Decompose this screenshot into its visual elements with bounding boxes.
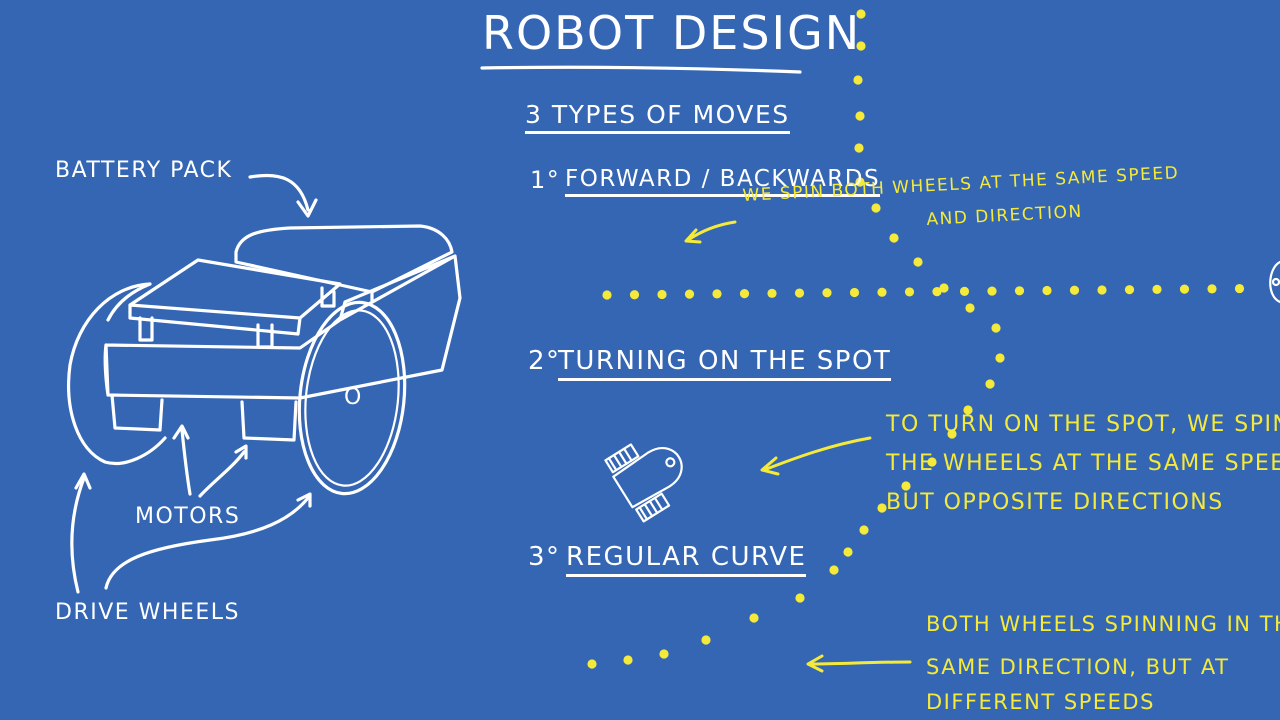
move2-number: 2° xyxy=(528,346,561,376)
path-dot xyxy=(859,525,869,535)
path-dot xyxy=(795,593,805,603)
path-dot xyxy=(959,286,970,296)
move1-number: 1° xyxy=(530,166,561,194)
motors-arrow-right xyxy=(198,444,248,498)
path-dot xyxy=(1097,285,1107,295)
move2-name: TURNING ON THE SPOT xyxy=(558,346,892,381)
path-dot xyxy=(987,286,997,296)
dotted-path xyxy=(587,9,1245,669)
path-dot xyxy=(932,287,942,297)
path-dot xyxy=(1069,285,1080,295)
page-title: ROBOT DESIGN xyxy=(482,6,862,60)
drive-arrow-left xyxy=(70,472,92,594)
move3-number: 3° xyxy=(528,542,561,572)
path-dot xyxy=(877,503,887,513)
path-dot xyxy=(1152,284,1162,294)
battery-arrow xyxy=(248,173,318,218)
path-dot xyxy=(739,289,750,299)
path-dot xyxy=(854,143,864,153)
path-dot xyxy=(965,303,975,313)
path-dot xyxy=(587,659,597,669)
left-drive-wheel xyxy=(67,282,167,465)
wheel-hub: O xyxy=(344,385,363,410)
edge-icon xyxy=(1269,260,1280,304)
path-dot xyxy=(602,290,612,300)
robot-sketch xyxy=(67,173,462,594)
path-dot xyxy=(913,257,923,267)
path-dot xyxy=(623,655,633,665)
path-dot xyxy=(849,287,860,298)
path-dot xyxy=(1234,283,1245,294)
path-dot xyxy=(657,289,667,300)
path-dot xyxy=(939,283,949,293)
path-dot xyxy=(855,177,865,187)
path-dot xyxy=(1042,285,1052,296)
path-dot xyxy=(927,457,937,467)
path-dot xyxy=(843,547,853,557)
drive-arrow-right xyxy=(104,492,312,590)
path-dot xyxy=(829,565,839,575)
move3-note-line1: BOTH WHEELS SPINNING IN THE xyxy=(926,612,1280,636)
move2-note-line1: TO TURN ON THE SPOT, WE SPIN xyxy=(886,412,1280,437)
path-dot xyxy=(855,111,865,121)
path-dot xyxy=(901,481,911,491)
note2-arrow xyxy=(760,436,872,476)
label-battery-pack: BATTERY PACK xyxy=(55,158,233,183)
move2-note-line3: BUT OPPOSITE DIRECTIONS xyxy=(886,490,1224,515)
note3-arrow xyxy=(806,654,912,673)
path-dot xyxy=(877,287,887,297)
title-underline xyxy=(480,65,802,74)
motors-block xyxy=(110,393,298,442)
path-dot xyxy=(1014,286,1025,296)
battery-pack xyxy=(234,224,454,302)
motors-arrow-left xyxy=(172,424,192,496)
move2-note-line2: THE WHEELS AT THE SAME SPEED, xyxy=(886,451,1280,476)
path-dot xyxy=(991,323,1001,333)
path-dot xyxy=(1207,284,1217,294)
note1-arrow xyxy=(684,220,737,244)
path-dot xyxy=(995,353,1005,363)
path-dot xyxy=(749,613,759,623)
path-dot xyxy=(712,289,722,299)
path-dot xyxy=(659,649,669,659)
path-dot xyxy=(889,233,899,243)
path-dot xyxy=(701,635,711,645)
right-drive-wheel xyxy=(297,300,407,496)
path-dot xyxy=(794,288,805,298)
chassis-top xyxy=(128,258,342,336)
path-dot xyxy=(767,288,777,298)
label-motors: MOTORS xyxy=(135,504,241,529)
subtitle: 3 TYPES OF MOVES xyxy=(525,100,790,134)
path-dot xyxy=(904,287,915,297)
move3-note-line3: DIFFERENT SPEEDS xyxy=(926,690,1155,714)
path-dot xyxy=(856,41,866,51)
path-dot xyxy=(963,405,973,415)
move1-name: FORWARD / BACKWARDS xyxy=(565,166,881,197)
path-dot xyxy=(684,289,695,299)
move3-name: REGULAR CURVE xyxy=(566,542,807,577)
path-dot xyxy=(947,429,957,439)
turning-robot-icon xyxy=(604,443,683,523)
path-dot xyxy=(985,379,995,389)
path-dot xyxy=(853,75,863,85)
path-dot xyxy=(629,290,640,300)
path-dot xyxy=(871,203,881,213)
path-dot xyxy=(822,288,832,298)
move3-note-line2: SAME DIRECTION, BUT AT xyxy=(926,655,1230,679)
path-dot xyxy=(856,9,866,19)
chassis-body xyxy=(103,254,462,400)
path-dot xyxy=(1124,285,1135,295)
path-dot xyxy=(1179,284,1190,294)
standoffs xyxy=(138,286,336,349)
label-drive-wheels: DRIVE WHEELS xyxy=(55,600,240,625)
